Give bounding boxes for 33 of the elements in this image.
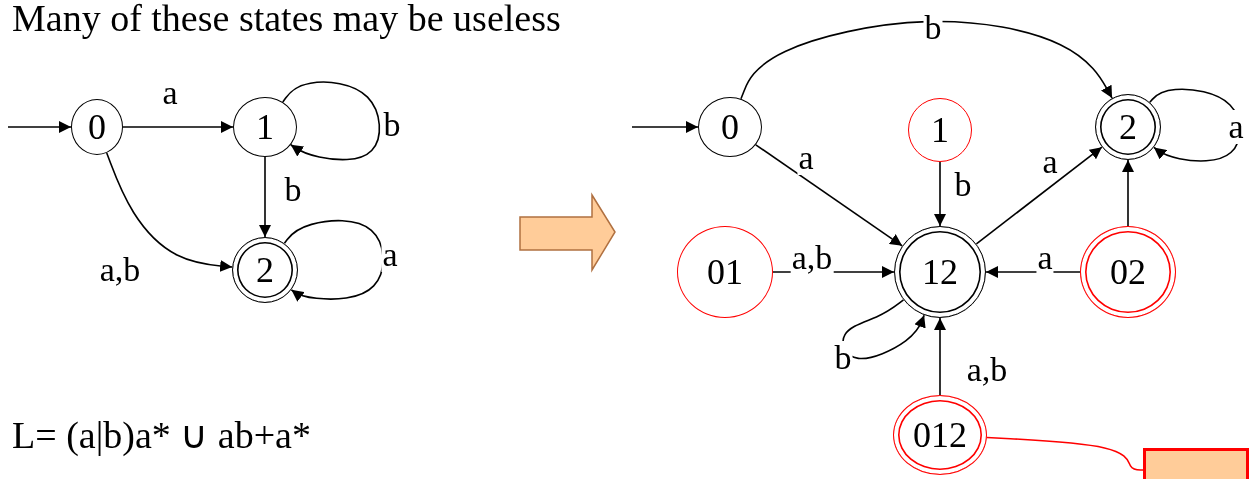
state-circle [233, 97, 297, 157]
state-label: 01 [707, 254, 743, 290]
note-box [1143, 448, 1249, 479]
transition-arrow [934, 161, 946, 227]
transition-arrow [122, 121, 234, 133]
accepting-state-circle [1095, 94, 1161, 160]
transition-arrow [631, 121, 699, 133]
title: Many of these states may be useless [12, 0, 561, 40]
state-label: 12 [922, 254, 958, 290]
language-formula: L= (a|b)a* ∪ ab+a* [12, 415, 311, 457]
transition-arrow [7, 121, 72, 133]
transition-arrow [105, 152, 233, 272]
state-label: 012 [913, 417, 967, 453]
state-label: 0 [88, 109, 106, 145]
state-label: 0 [721, 109, 739, 145]
self-loop-arrow [283, 219, 384, 302]
transition-arrow [259, 156, 271, 238]
state-circle [698, 97, 762, 157]
state-label: 02 [1110, 254, 1146, 290]
self-loop-arrow [842, 299, 926, 360]
transition-arrow [740, 20, 1113, 100]
transition-arrow [754, 144, 903, 247]
self-loop-arrow [282, 81, 381, 161]
leader-line [986, 436, 1144, 471]
transition-arrow [975, 146, 1103, 245]
state-label: 1 [931, 112, 949, 148]
state-label: 2 [1119, 109, 1137, 145]
state-label: 1 [256, 109, 274, 145]
transition-arrow [1122, 159, 1134, 227]
state-label: 2 [256, 252, 274, 288]
edge-label: a [1227, 110, 1245, 144]
state-circle [71, 99, 123, 155]
transition-arrow [934, 317, 946, 396]
